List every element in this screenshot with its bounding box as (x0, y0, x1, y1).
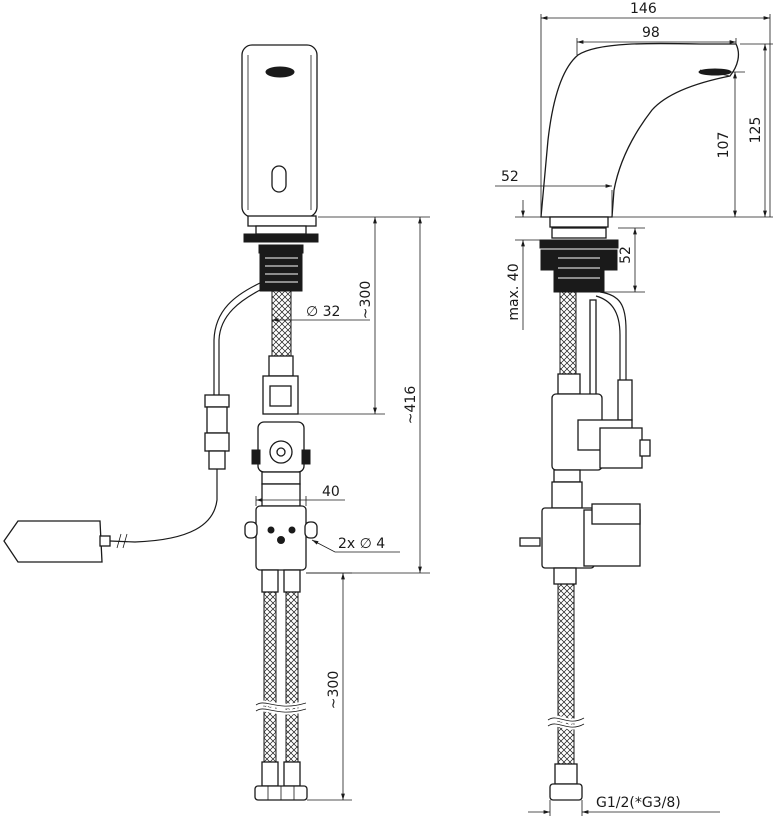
dim-overall-height: ~416 (403, 386, 419, 425)
side-upper-hose (559, 291, 577, 375)
dim-bracket-width: 40 (322, 484, 340, 500)
dim-connection-thread: G1/2(*G3/8) (596, 795, 681, 811)
side-lower-hose (557, 583, 575, 765)
sensor-cable (213, 282, 261, 395)
dim-max-thickness: max. 40 (506, 263, 522, 320)
cable-connector (204, 394, 230, 408)
dim-base-offset: 52 (501, 169, 519, 185)
side-flange (539, 239, 619, 249)
side-shank (553, 249, 605, 293)
dim-hose-upper: ~300 (358, 281, 374, 319)
front-view (3, 44, 319, 801)
dim-inlet-diameter: ∅ 32 (306, 304, 340, 320)
dim-hose-lower: ~300 (326, 671, 342, 709)
lower-hose-right (285, 591, 299, 763)
battery-box (3, 520, 103, 563)
sensor-eye (265, 66, 295, 78)
sensor-window (271, 165, 287, 193)
dim-total-reach: 146 (630, 1, 657, 17)
spout-body (540, 42, 740, 218)
dim-spout-height: 107 (716, 132, 732, 159)
dim-mounting-holes: 2x ∅ 4 (338, 536, 385, 552)
side-dimensions: 146 98 107 125 52 max. 40 52 G1/2(*G3/8) (495, 1, 773, 816)
side-nut (549, 783, 583, 801)
upper-hose (271, 290, 292, 357)
side-view (519, 42, 740, 801)
dim-spout-reach: 98 (642, 25, 660, 41)
front-flange (243, 233, 319, 243)
lower-hose-left (263, 591, 277, 763)
dim-total-height: 125 (748, 117, 764, 144)
front-dimensions: ~300 ~416 ∅ 32 40 2x ∅ 4 ~300 (255, 216, 430, 801)
dim-body-height: 52 (618, 246, 634, 264)
threaded-shank (259, 252, 303, 292)
